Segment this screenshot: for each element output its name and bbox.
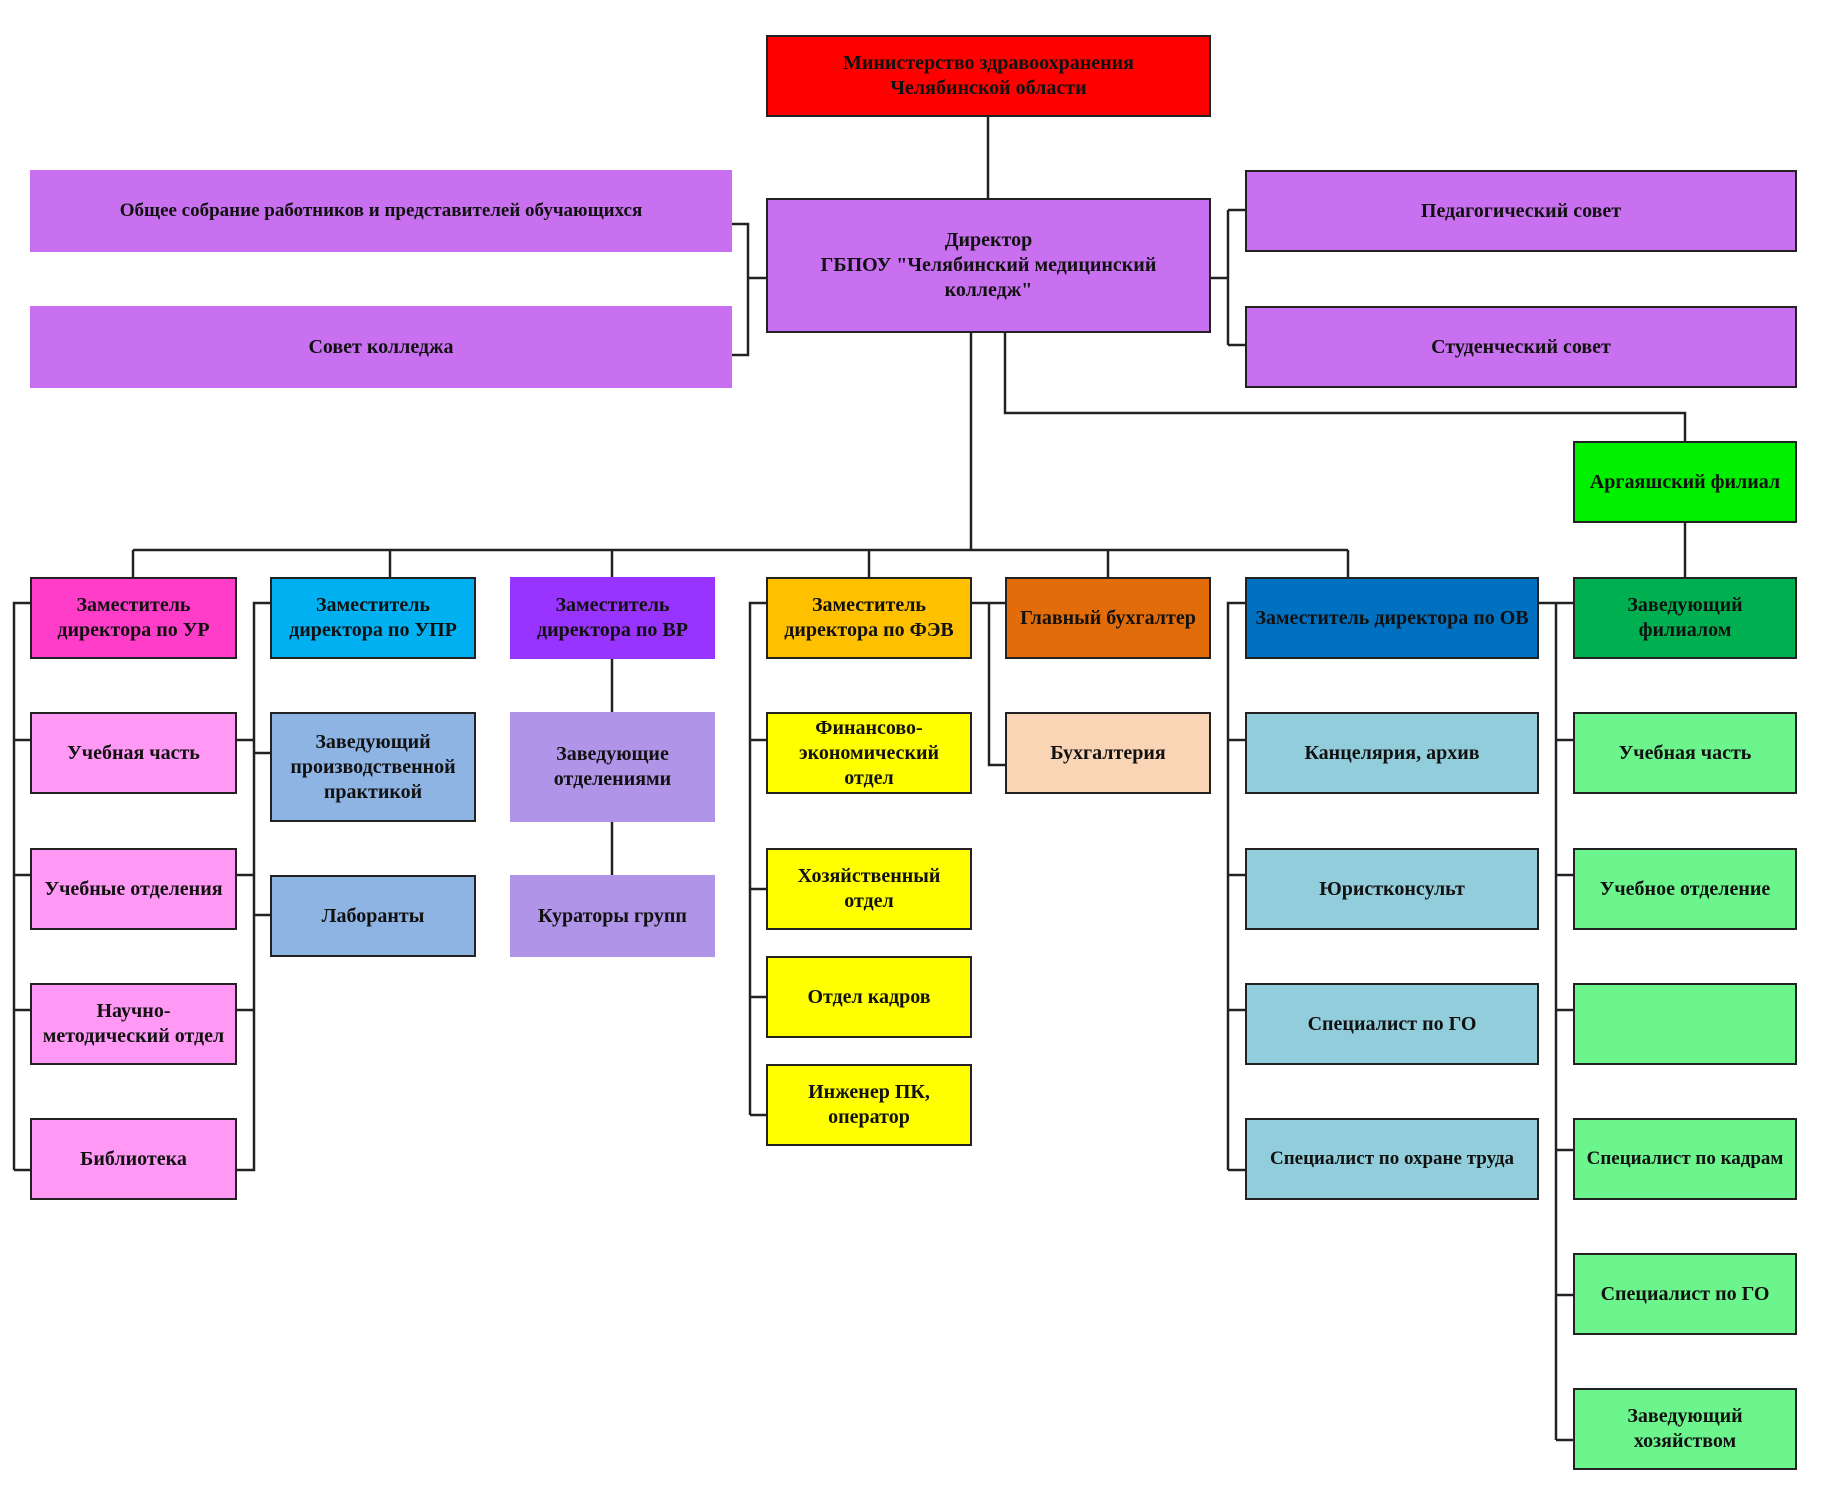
upr-child-box: Лаборанты <box>270 875 476 957</box>
vr-child-box: Заведующие отделениями <box>510 712 715 822</box>
branch-box: Аргаяшский филиал <box>1573 441 1797 523</box>
connector-right-bracket <box>1211 208 1245 347</box>
connector-branch-bracket <box>1539 601 1573 1442</box>
deputy-ur-box: Заместитель директора по УР <box>30 577 237 659</box>
director-box: Директор ГБПОУ "Челябинский медицинский … <box>766 198 1211 333</box>
vr-child-box: Кураторы групп <box>510 875 715 957</box>
deputy-vr-box: Заместитель директора по ВР <box>510 577 715 659</box>
connector-ov-bracket <box>1226 601 1245 1172</box>
ministry-box: Министерство здравоохранения Челябинской… <box>766 35 1211 117</box>
connector-accountant-bracket <box>972 601 1005 767</box>
branch-child-box: Специалист по ГО <box>1573 1253 1797 1335</box>
general-meeting-box: Общее собрание работников и представител… <box>30 170 732 252</box>
branch-child-box: Заведующий хозяйством <box>1573 1388 1797 1470</box>
ur-child-box: Учебные отделения <box>30 848 237 930</box>
connector-left-bracket <box>732 222 766 357</box>
pedagogical-council-box: Педагогический совет <box>1245 170 1797 252</box>
ur-child-box: Библиотека <box>30 1118 237 1200</box>
ov-child-box: Специалист по ГО <box>1245 983 1539 1065</box>
student-council-box: Студенческий совет <box>1245 306 1797 388</box>
deputy-fev-box: Заместитель директора по ФЭВ <box>766 577 972 659</box>
fev-child-box: Хозяйственный отдел <box>766 848 972 930</box>
chief-accountant-box: Главный бухгалтер <box>1005 577 1211 659</box>
ov-child-box: Юристконсульт <box>1245 848 1539 930</box>
fev-child-box: Финансово- экономический отдел <box>766 712 972 794</box>
ur-child-box: Учебная часть <box>30 712 237 794</box>
deputy-ov-box: Заместитель директора по ОВ <box>1245 577 1539 659</box>
connector-director-branch <box>1003 333 1687 441</box>
connector-ur-bracket <box>12 601 30 1172</box>
college-council-box: Совет колледжа <box>30 306 732 388</box>
deputy-upr-box: Заместитель директора по УПР <box>270 577 476 659</box>
connector-fev-bracket <box>748 601 766 1117</box>
branch-child-box: Учебное отделение <box>1573 848 1797 930</box>
branch-child-box: Учебная часть <box>1573 712 1797 794</box>
ur-child-box: Научно- методический отдел <box>30 983 237 1065</box>
accounting-box: Бухгалтерия <box>1005 712 1211 794</box>
ov-child-box: Специалист по охране труда <box>1245 1118 1539 1200</box>
branch-head-box: Заведующий филиалом <box>1573 577 1797 659</box>
upr-child-box: Заведующий производственной практикой <box>270 712 476 822</box>
branch-child-box <box>1573 983 1797 1065</box>
fev-child-box: Инженер ПК, оператор <box>766 1064 972 1146</box>
ov-child-box: Канцелярия, архив <box>1245 712 1539 794</box>
fev-child-box: Отдел кадров <box>766 956 972 1038</box>
branch-child-box: Специалист по кадрам <box>1573 1118 1797 1200</box>
connector-upr-bracket <box>237 601 270 1172</box>
